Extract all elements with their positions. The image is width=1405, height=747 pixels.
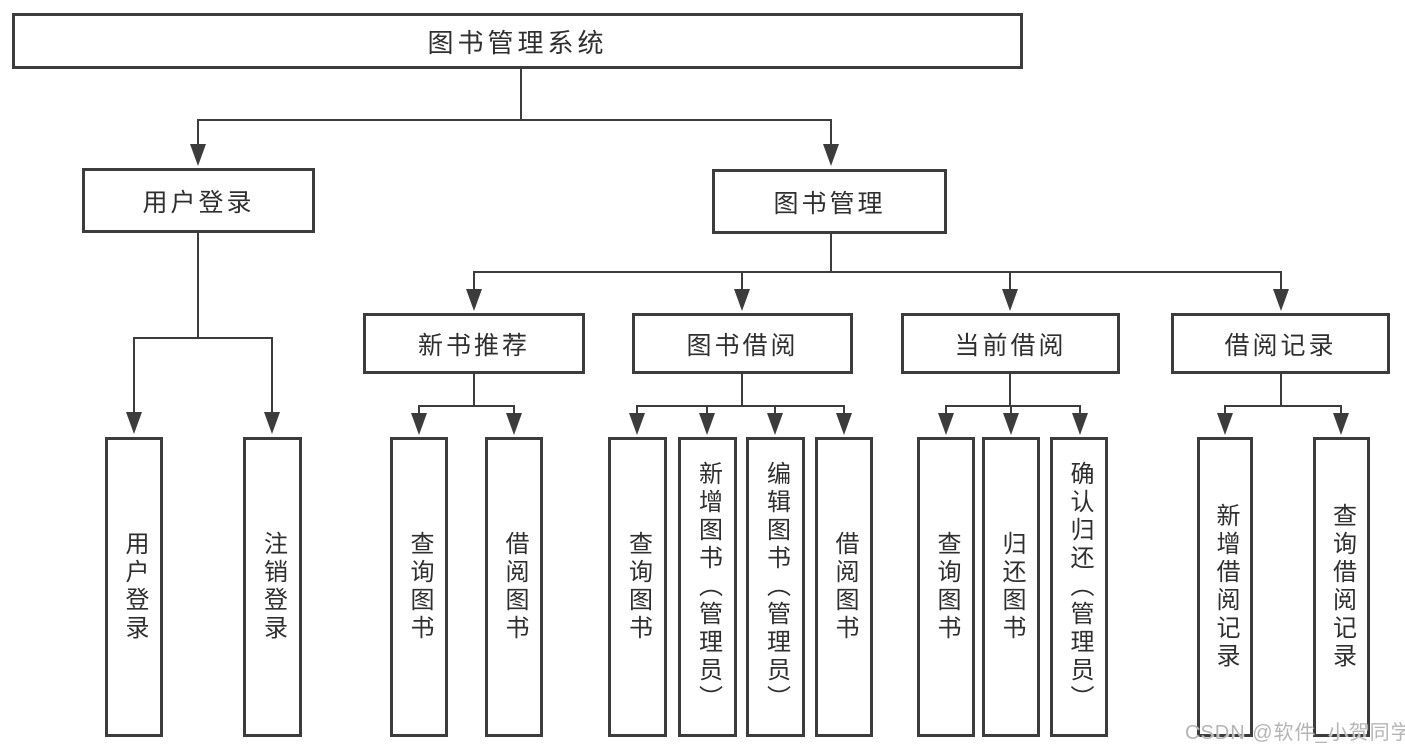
arrowhead-down-icon [938,413,954,435]
node-login-user: 用户登录 [105,437,163,737]
connector-segment [513,405,515,415]
node-borrowing-records-label: 借阅记录 [1224,331,1337,360]
connector-segment [473,374,475,406]
node-current-borrowing: 当前借阅 [901,313,1120,374]
arrowhead-down-icon [126,412,142,434]
node-current-confirm-return-admin-label: 确认归还（管理员） [1066,461,1093,713]
connector-segment [1280,374,1282,405]
node-user-login-label: 用户登录 [142,188,255,217]
connector-segment [741,271,743,291]
connector-segment [473,271,1282,273]
connector-segment [830,234,832,271]
node-current-query-books-label: 查询图书 [933,531,960,643]
connector-segment [1009,271,1011,291]
node-borrowing-edit-books-admin: 编辑图书（管理员） [746,437,805,737]
node-borrowing-add-books-admin-label: 新增图书（管理员） [694,461,722,713]
connector-segment [945,405,947,415]
connector-segment [1224,405,1342,407]
node-library-management-system-label: 图书管理系统 [427,27,608,58]
connector-segment [1340,405,1342,415]
node-current-confirm-return-admin: 确认归还（管理员） [1050,437,1108,737]
connector-segment [133,337,135,414]
node-borrowing-query-books: 查询图书 [608,437,667,737]
node-book-management: 图书管理 [712,169,947,234]
arrowhead-down-icon [823,144,839,166]
arrowhead-down-icon [1333,413,1349,435]
node-book-management-label: 图书管理 [773,189,886,218]
csdn-watermark: CSDN @软件_小贺同学 [1185,722,1405,744]
connector-segment [1224,405,1226,415]
connector-segment [843,405,845,415]
node-borrowing-records: 借阅记录 [1171,313,1390,374]
node-recommend-query-books: 查询图书 [390,437,448,737]
connector-segment [1280,271,1282,291]
node-records-query-record: 查询借阅记录 [1313,437,1370,737]
node-library-management-system: 图书管理系统 [12,13,1023,69]
connector-segment [473,271,475,291]
node-recommend-query-books-label: 查询图书 [406,531,433,643]
connector-segment [133,337,273,339]
connector-segment [197,233,199,337]
node-borrowing-query-books-label: 查询图书 [624,531,652,643]
node-logout-user: 注销登录 [243,437,302,737]
connector-segment [706,405,708,415]
node-logout-user-label: 注销登录 [259,531,287,643]
node-login-user-label: 用户登录 [121,531,148,643]
node-current-borrowing-label: 当前借阅 [954,331,1067,360]
node-recommend-borrow-books: 借阅图书 [485,437,543,737]
arrowhead-down-icon [699,413,715,435]
node-records-add-record-label: 新增借阅记录 [1212,503,1239,671]
node-borrowing-edit-books-admin-label: 编辑图书（管理员） [762,461,790,713]
connector-segment [418,405,515,407]
node-current-return-books-label: 归还图书 [998,531,1025,643]
node-book-borrowing: 图书借阅 [632,313,853,374]
arrowhead-down-icon [1217,413,1233,435]
node-records-query-record-label: 查询借阅记录 [1328,503,1356,671]
arrowhead-down-icon [767,413,783,435]
node-borrowing-borrow-books: 借阅图书 [815,437,873,737]
connector-segment [271,337,273,414]
node-current-query-books: 查询图书 [917,437,975,737]
arrowhead-down-icon [629,413,645,435]
node-records-add-record: 新增借阅记录 [1197,437,1253,737]
connector-segment [636,405,638,415]
arrowhead-down-icon [1273,289,1289,311]
connector-segment [520,69,522,119]
arrowhead-down-icon [506,413,522,435]
arrowhead-down-icon [466,289,482,311]
connector-segment [418,405,420,415]
arrowhead-down-icon [734,289,750,311]
node-user-login: 用户登录 [82,168,315,233]
connector-segment [1009,374,1011,406]
connector-segment [636,405,845,407]
arrowhead-down-icon [1003,413,1019,435]
arrowhead-down-icon [836,413,852,435]
connector-segment [1010,405,1012,415]
connector-segment [741,374,743,405]
node-new-book-recommend: 新书推荐 [363,313,585,374]
node-borrowing-add-books-admin: 新增图书（管理员） [678,437,737,737]
connector-segment [197,119,832,121]
connector-segment [1079,405,1081,415]
connector-segment [197,119,199,146]
connector-segment [830,119,832,146]
arrowhead-down-icon [1072,413,1088,435]
arrowhead-down-icon [190,144,206,166]
node-borrowing-borrow-books-label: 借阅图书 [831,531,858,643]
node-recommend-borrow-books-label: 借阅图书 [501,531,528,643]
connector-segment [774,405,776,415]
node-book-borrowing-label: 图书借阅 [686,331,799,360]
node-current-return-books: 归还图书 [982,437,1040,737]
node-new-book-recommend-label: 新书推荐 [417,331,530,360]
arrowhead-down-icon [1002,289,1018,311]
arrowhead-down-icon [411,413,427,435]
connector-segment [945,405,1081,407]
arrowhead-down-icon [264,412,280,434]
